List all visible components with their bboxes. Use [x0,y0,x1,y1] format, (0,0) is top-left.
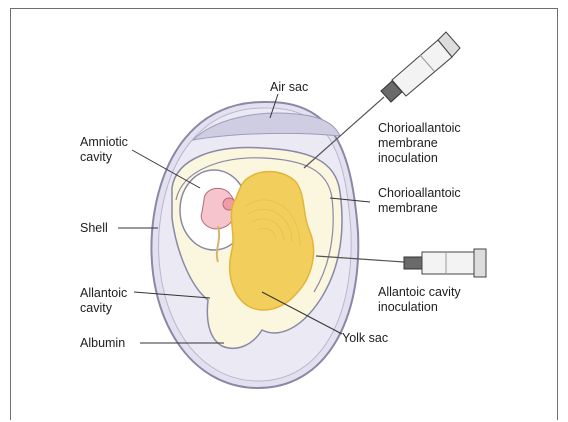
label-cam-inoculation: Chorioallantoic membrane inoculation [378,121,461,166]
label-shell: Shell [80,221,108,236]
label-chorioallantoic-membrane: Chorioallantoic membrane [378,186,461,216]
label-yolk-sac: Yolk sac [342,331,388,346]
label-albumin: Albumin [80,336,125,351]
yolk-sac [230,172,314,310]
label-air-sac: Air sac [270,80,308,95]
label-allantoic-inoculation: Allantoic cavity inoculation [378,285,461,315]
label-allantoic-cavity: Allantoic cavity [80,286,127,316]
label-amniotic-cavity: Amniotic cavity [80,135,128,165]
